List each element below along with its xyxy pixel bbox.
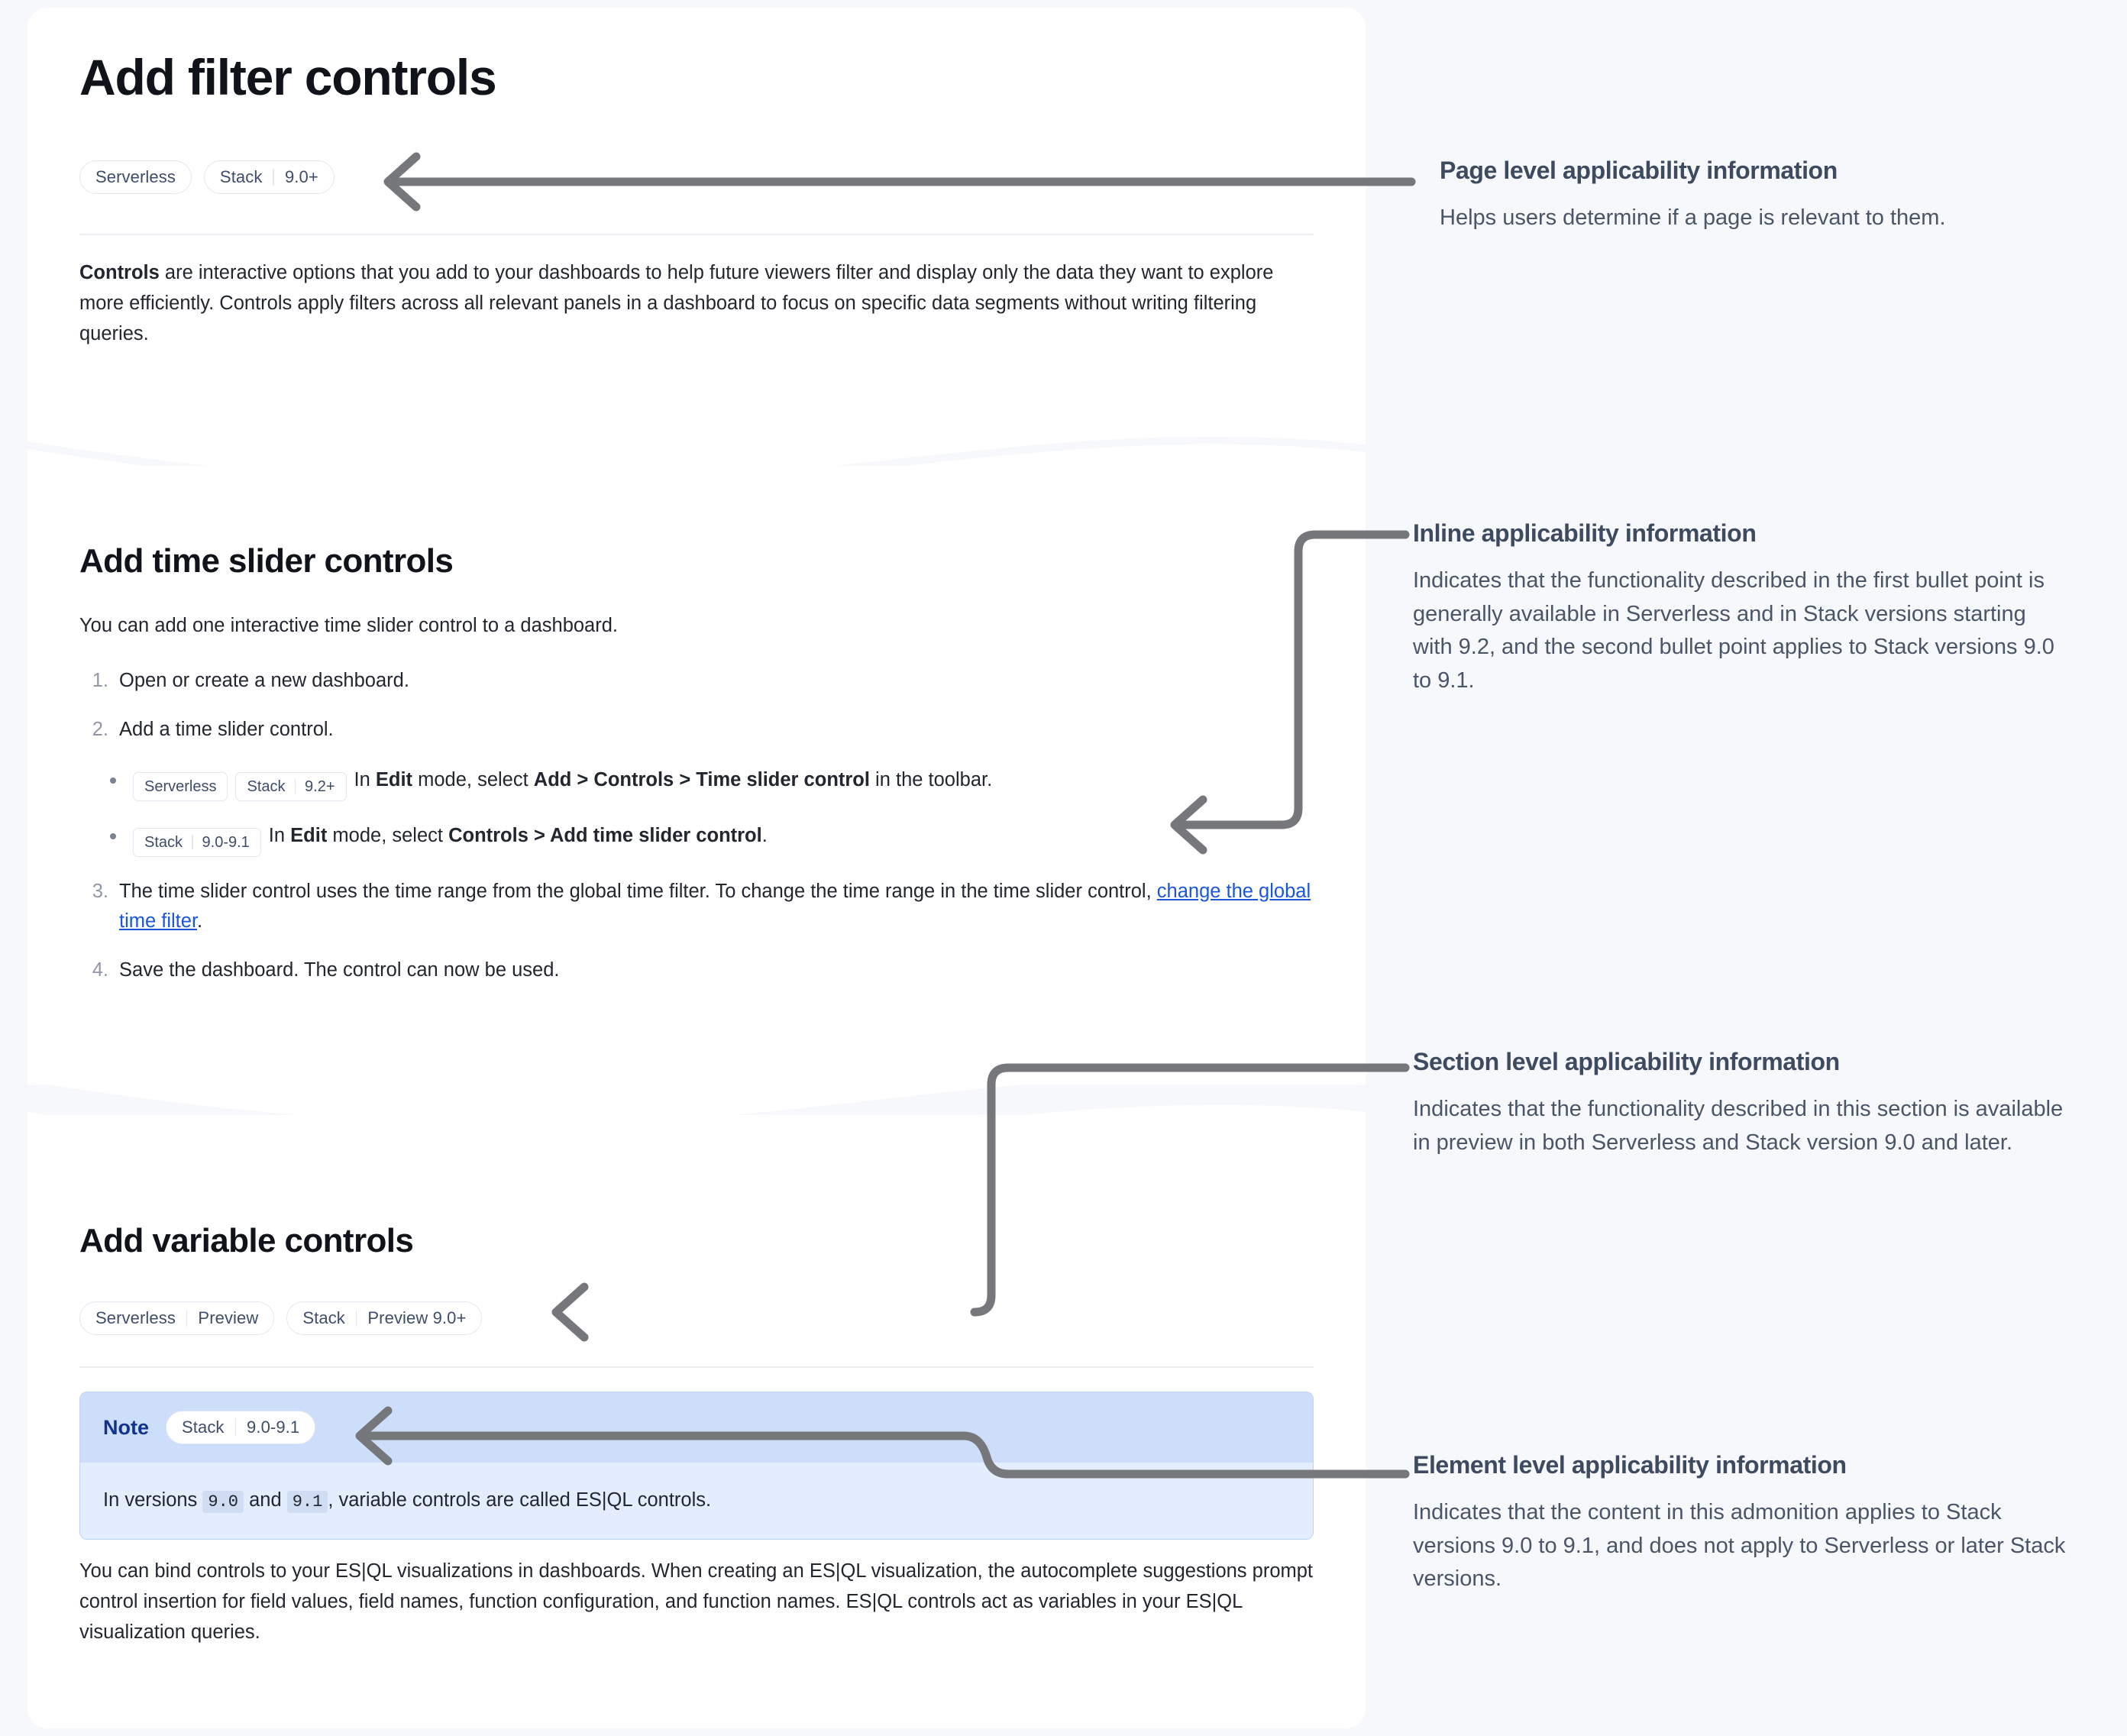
badge-separator — [192, 835, 193, 850]
page-applicability-badges: Serverless Stack 9.0+ — [79, 160, 335, 194]
serverless-badge[interactable]: Serverless — [79, 160, 192, 194]
badge-separator — [355, 1310, 357, 1327]
annotation-body: Indicates that the functionality describ… — [1413, 568, 2054, 693]
bullet-dot-icon — [110, 832, 116, 839]
badge-lifecycle-version: Preview 9.0+ — [367, 1308, 467, 1327]
list-text-after: . — [197, 910, 203, 933]
list-number: 2. — [92, 718, 108, 740]
stack-preview-badge[interactable]: Stack Preview 9.0+ — [286, 1301, 483, 1335]
bullet-dot-icon — [110, 777, 116, 784]
list-text: Add a time slider control. — [119, 718, 334, 740]
time-slider-steps: 1. Open or create a new dashboard. 2. Ad… — [79, 666, 1317, 1004]
badge-version: 9.0-9.1 — [247, 1418, 300, 1437]
annotation-title: Element level applicability information — [1413, 1451, 1847, 1479]
page-title: Add filter controls — [79, 49, 497, 105]
annotation-section-level: Section level applicability information … — [1413, 1048, 2070, 1159]
stack-badge[interactable]: Stack 9.2+ — [235, 771, 347, 801]
badge-separator — [273, 169, 274, 186]
note-header: Note Stack 9.0-9.1 — [80, 1392, 1313, 1463]
badge-separator — [186, 1310, 188, 1327]
section-divider — [79, 1366, 1314, 1368]
badge-segment: Serverless — [95, 1308, 176, 1327]
annotation-title: Page level applicability information — [1440, 157, 1838, 184]
section-title-variable: Add variable controls — [79, 1222, 414, 1259]
annotation-title: Section level applicability information — [1413, 1048, 1840, 1075]
bullet-part: In — [268, 824, 291, 846]
inline-code-version-91: 9.1 — [286, 1491, 328, 1513]
note-text-before: In versions — [103, 1489, 203, 1511]
list-item: Stack 9.0-9.1 In Edit mode, select Contr… — [110, 821, 1317, 857]
inline-applicability-bullets: Serverless Stack 9.2+ In Edit mode, sele… — [110, 765, 1317, 857]
badge-segment: Stack — [144, 833, 183, 851]
bullet-part-bold: Add > Controls > Time slider control — [533, 768, 870, 790]
bullet-part: . — [761, 824, 768, 846]
doc-panel-intro — [27, 8, 1366, 435]
badge-version: 9.0-9.1 — [202, 833, 250, 851]
badge-lifecycle: Preview — [198, 1308, 259, 1327]
list-item: 2. Add a time slider control. — [79, 715, 1317, 745]
bullet-part-bold: Edit — [375, 768, 413, 790]
bullet-part: mode, select — [327, 824, 449, 846]
list-text: The time slider control uses the time ra… — [119, 877, 1317, 938]
wave-divider-1 — [27, 405, 1366, 504]
annotation-body: Indicates that the content in this admon… — [1413, 1500, 2066, 1591]
badge-segment: Serverless — [144, 777, 217, 795]
badge-segment: Stack — [219, 167, 263, 186]
list-text-before: The time slider control uses the time ra… — [119, 880, 1157, 902]
badge-separator — [294, 779, 296, 794]
note-label: Note — [103, 1415, 149, 1439]
note-admonition: Note Stack 9.0-9.1 In versions 9.0 and 9… — [79, 1392, 1314, 1540]
annotation-page-level: Page level applicability information Hel… — [1440, 157, 2096, 235]
section-title-time-slider: Add time slider controls — [79, 542, 454, 580]
stack-badge[interactable]: Stack 9.0+ — [203, 160, 335, 194]
note-body: In versions 9.0 and 9.1, variable contro… — [80, 1463, 1313, 1540]
intro-paragraph: Controls are interactive options that yo… — [79, 258, 1317, 349]
note-text-middle: and — [244, 1489, 287, 1511]
section-applicability-badges: Serverless Preview Stack Preview 9.0+ — [79, 1301, 483, 1335]
time-slider-intro: You can add one interactive time slider … — [79, 615, 618, 636]
badge-segment: Stack — [182, 1418, 225, 1437]
badge-segment: Stack — [302, 1308, 345, 1327]
list-number: 1. — [92, 670, 108, 691]
annotation-element-level: Element level applicability information … — [1413, 1451, 2070, 1596]
intro-lead: Controls — [79, 262, 160, 283]
annotation-body: Helps users determine if a page is relev… — [1440, 205, 1946, 230]
list-item: 1. Open or create a new dashboard. — [79, 666, 1317, 697]
annotation-inline: Inline applicability information Indicat… — [1413, 519, 2070, 697]
global-time-filter-link[interactable]: change the global time filter — [119, 880, 1311, 933]
title-divider — [79, 234, 1314, 235]
bullet-part: in the toolbar. — [869, 768, 993, 790]
list-text: Open or create a new dashboard. — [119, 670, 409, 691]
list-item: 3. The time slider control uses the time… — [79, 877, 1317, 938]
serverless-badge[interactable]: Serverless — [133, 771, 228, 801]
bullet-part-bold: Edit — [290, 824, 328, 846]
bullet-part-bold: Controls > Add time slider control — [448, 824, 762, 846]
serverless-preview-badge[interactable]: Serverless Preview — [79, 1301, 275, 1335]
bullet-text: Stack 9.0-9.1 In Edit mode, select Contr… — [133, 821, 768, 857]
annotation-title: Inline applicability information — [1413, 519, 1757, 547]
annotation-body: Indicates that the functionality describ… — [1413, 1097, 2064, 1155]
variable-section-paragraph: You can bind controls to your ES|QL visu… — [79, 1560, 1314, 1643]
list-item: Serverless Stack 9.2+ In Edit mode, sele… — [110, 765, 1317, 801]
note-text-after: , variable controls are called ES|QL con… — [328, 1489, 712, 1511]
list-item: 4. Save the dashboard. The control can n… — [79, 955, 1317, 986]
list-number: 3. — [92, 880, 108, 902]
inline-code-version-90: 9.0 — [202, 1491, 244, 1513]
stack-badge[interactable]: Stack 9.0-9.1 — [166, 1411, 316, 1444]
bullet-part: In — [354, 768, 376, 790]
badge-separator — [234, 1419, 237, 1436]
bullet-text: Serverless Stack 9.2+ In Edit mode, sele… — [133, 765, 992, 801]
badge-segment: Stack — [247, 777, 286, 795]
bullet-part: mode, select — [412, 768, 534, 790]
badge-version: 9.0+ — [284, 167, 318, 186]
list-text: Save the dashboard. The control can now … — [119, 959, 560, 981]
documentation-column: Add filter controls Serverless Stack 9.0… — [27, 8, 1366, 1728]
badge-segment: Serverless — [95, 167, 176, 186]
intro-rest: are interactive options that you add to … — [79, 262, 1274, 344]
stack-badge[interactable]: Stack 9.0-9.1 — [133, 827, 261, 857]
list-number: 4. — [92, 959, 108, 981]
badge-version: 9.2+ — [305, 777, 335, 795]
